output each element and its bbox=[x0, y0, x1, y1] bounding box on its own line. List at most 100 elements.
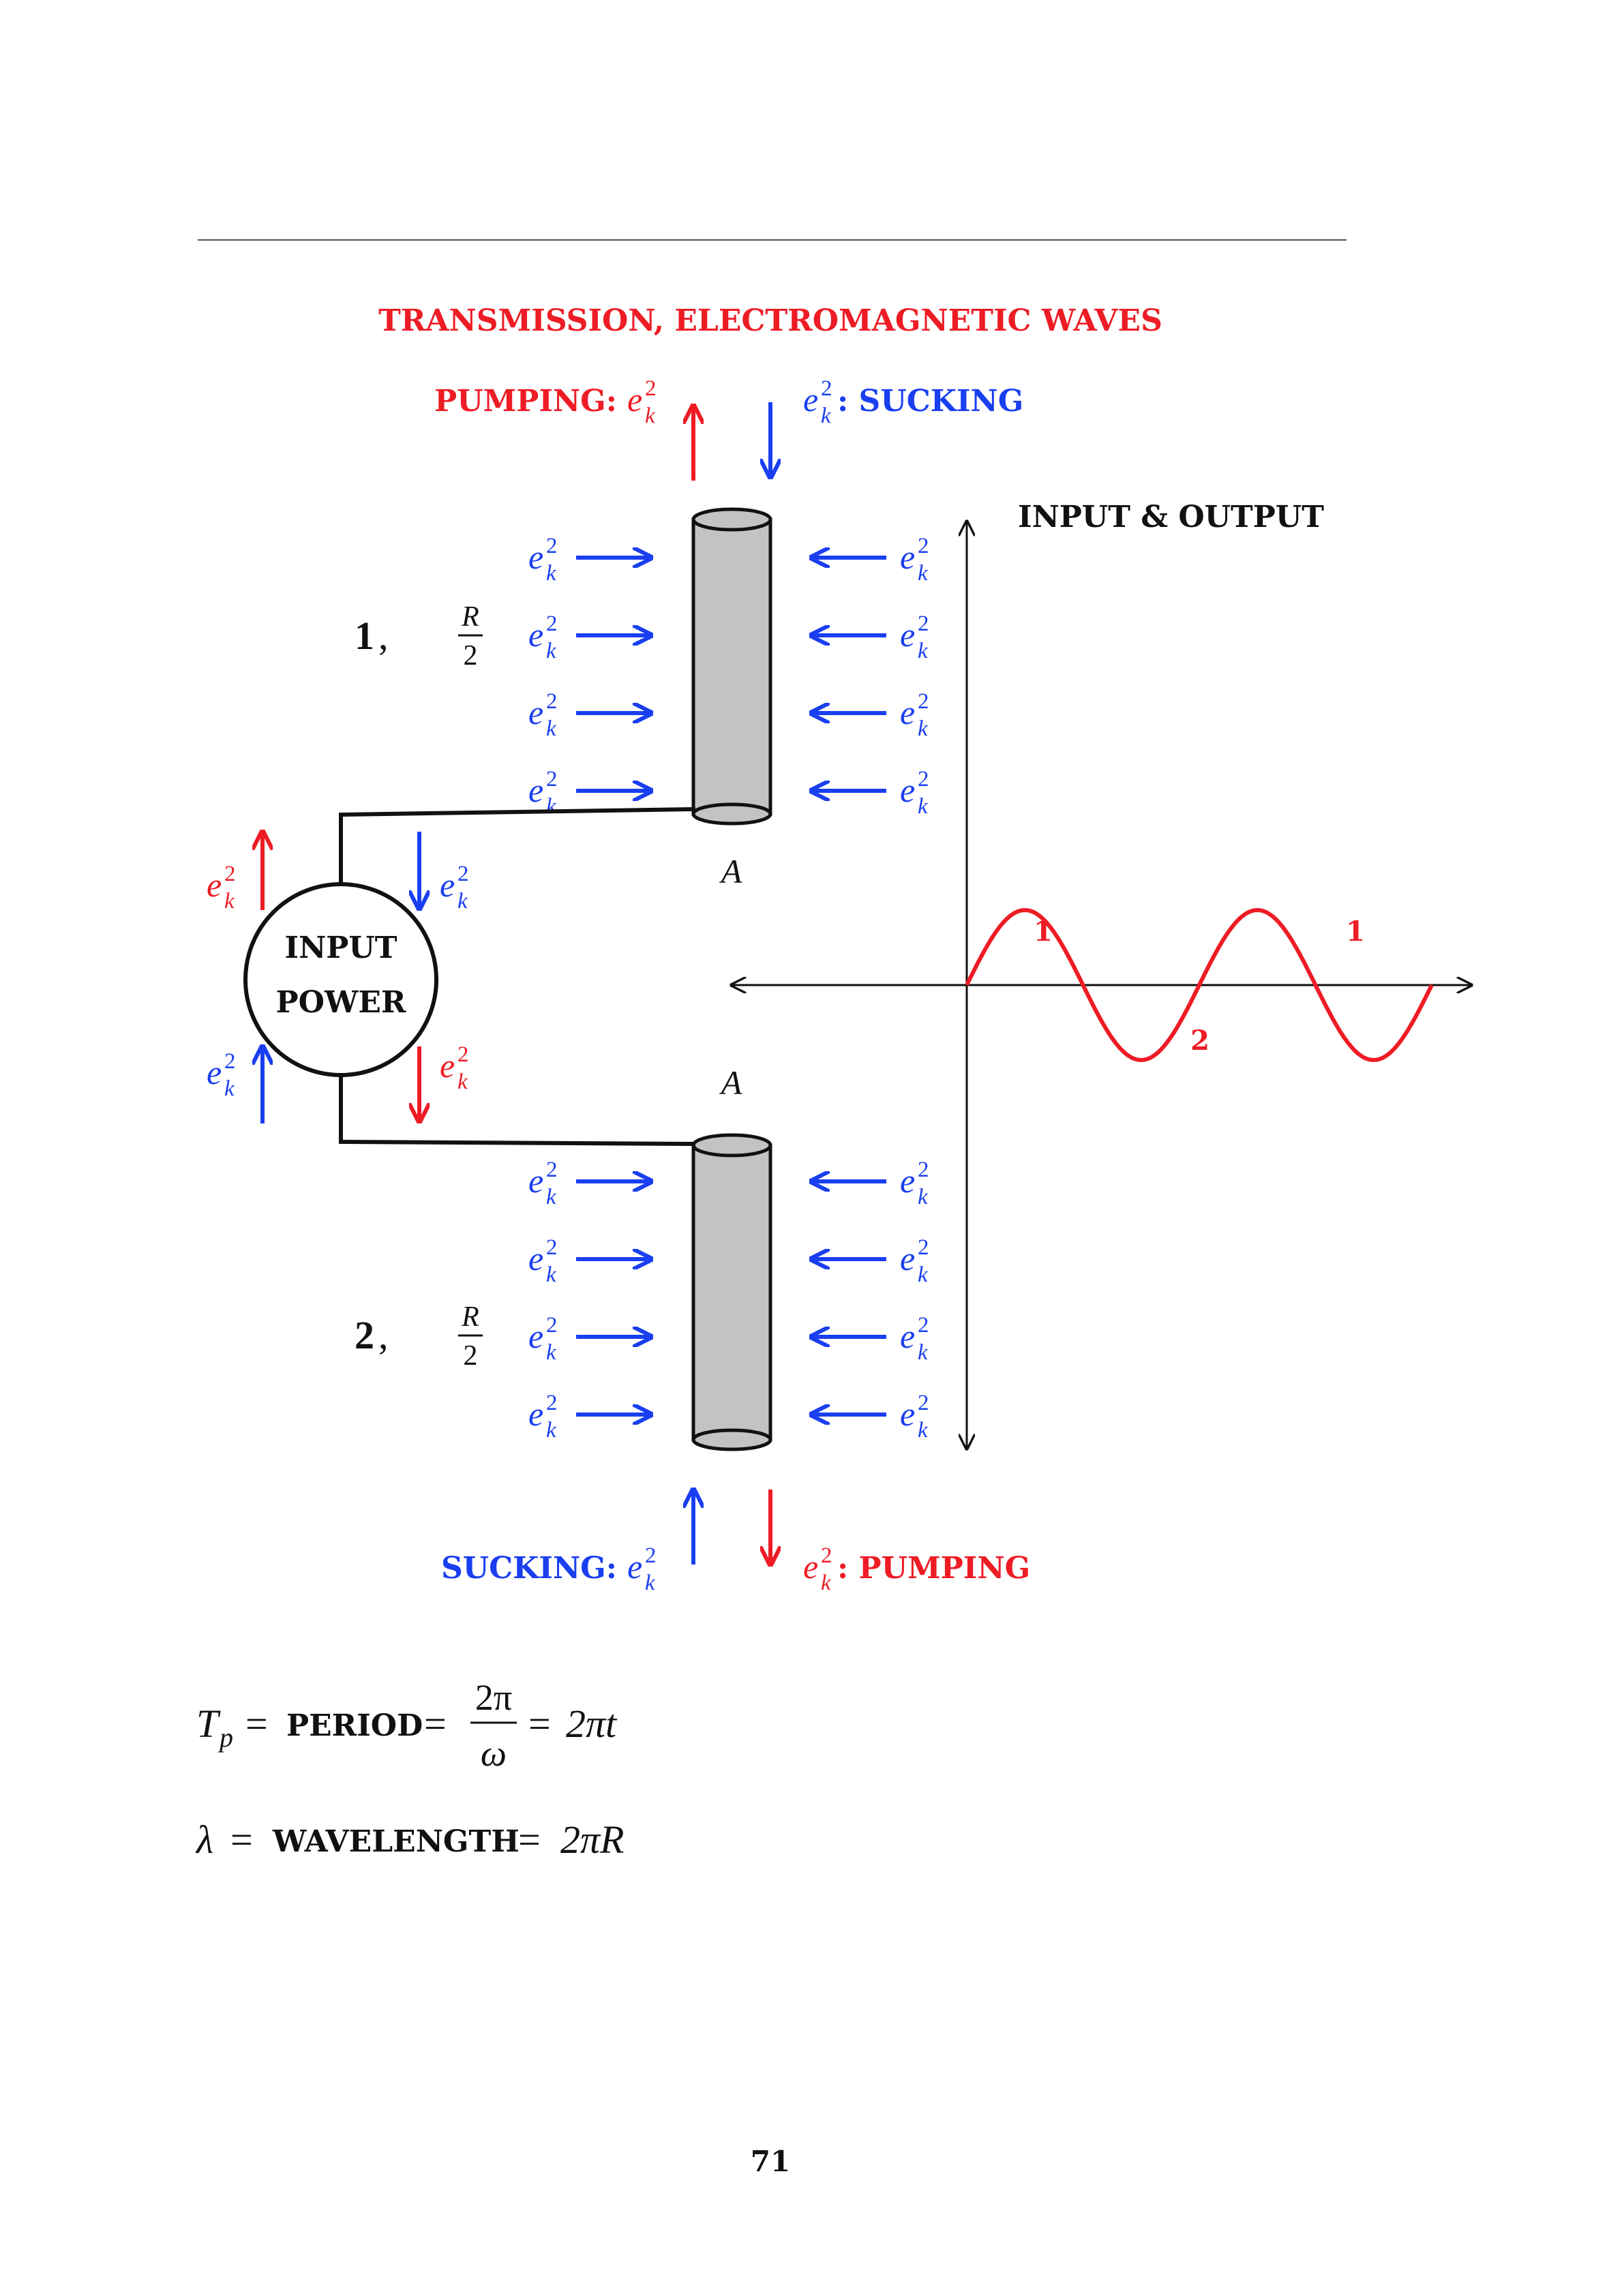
svg-text:,: , bbox=[378, 614, 389, 658]
svg-text:2: 2 bbox=[224, 1049, 236, 1074]
svg-text:e: e bbox=[528, 1395, 543, 1433]
input-power-source: INPUT POWER bbox=[243, 882, 438, 1077]
svg-text:PERIOD: PERIOD bbox=[286, 1708, 423, 1743]
svg-text:1: 1 bbox=[355, 614, 374, 658]
svg-text:2: 2 bbox=[546, 1391, 558, 1415]
svg-text:k: k bbox=[645, 404, 656, 428]
svg-text:k: k bbox=[821, 404, 832, 428]
svg-text:e: e bbox=[528, 693, 543, 731]
svg-text:WAVELENGTH: WAVELENGTH bbox=[272, 1824, 520, 1859]
svg-text:e: e bbox=[900, 771, 915, 809]
wave-trough-label-2: 2 bbox=[1190, 1025, 1209, 1057]
conductor-1-cylinder bbox=[691, 507, 772, 826]
svg-text:2: 2 bbox=[645, 1543, 657, 1568]
svg-text:2: 2 bbox=[918, 611, 929, 636]
svg-text:: PUMPING: : PUMPING bbox=[837, 1551, 1030, 1586]
svg-text:k: k bbox=[918, 1418, 929, 1442]
point-a-upper: A bbox=[719, 852, 742, 890]
svg-text:k: k bbox=[224, 889, 235, 913]
source-blue-up-label: e 2 k bbox=[207, 1049, 236, 1101]
svg-text:POWER: POWER bbox=[276, 985, 406, 1020]
svg-text:PUMPING:: PUMPING: bbox=[434, 384, 617, 419]
svg-text:e: e bbox=[900, 538, 915, 576]
top-pumping-label: PUMPING: e 2 k bbox=[434, 376, 656, 428]
svg-text:2: 2 bbox=[918, 1158, 929, 1182]
source-red-up-label: e 2 k bbox=[207, 862, 236, 913]
svg-text:: SUCKING: : SUCKING bbox=[837, 384, 1023, 419]
svg-text:T: T bbox=[196, 1702, 221, 1746]
svg-text:2πt: 2πt bbox=[566, 1702, 618, 1746]
svg-text:k: k bbox=[546, 1185, 557, 1209]
svg-text:2: 2 bbox=[918, 1313, 929, 1338]
svg-text:2: 2 bbox=[918, 1391, 929, 1415]
svg-text:k: k bbox=[546, 561, 557, 586]
svg-text:k: k bbox=[918, 1263, 929, 1287]
svg-text:e: e bbox=[528, 771, 543, 809]
svg-text:2: 2 bbox=[918, 534, 929, 558]
svg-text:k: k bbox=[546, 1263, 557, 1287]
svg-text:R: R bbox=[461, 601, 479, 633]
wires bbox=[339, 807, 696, 1146]
svg-text:e: e bbox=[900, 616, 915, 654]
svg-text:k: k bbox=[457, 1070, 468, 1094]
wave-crest-label-1: 1 bbox=[1034, 916, 1053, 948]
conductor-2-cylinder bbox=[691, 1133, 772, 1451]
svg-text:2: 2 bbox=[546, 1158, 558, 1182]
svg-text:2: 2 bbox=[918, 767, 929, 791]
svg-text:p: p bbox=[217, 1722, 233, 1753]
svg-text:k: k bbox=[546, 1418, 557, 1442]
svg-text:e: e bbox=[900, 693, 915, 731]
period-formula: T p = PERIOD = 2π ω = 2πt bbox=[196, 1677, 618, 1774]
svg-text:e: e bbox=[803, 380, 818, 419]
svg-text:e: e bbox=[207, 866, 222, 904]
svg-text:λ: λ bbox=[195, 1817, 213, 1862]
svg-text:=: = bbox=[528, 1702, 551, 1746]
svg-text:e: e bbox=[528, 1317, 543, 1355]
svg-text:e: e bbox=[627, 380, 642, 419]
svg-text:2: 2 bbox=[546, 1313, 558, 1338]
conductor-1-label: 1 , R 2 bbox=[355, 601, 483, 671]
svg-text:2: 2 bbox=[546, 611, 558, 636]
svg-text:2π: 2π bbox=[475, 1677, 512, 1718]
svg-text:k: k bbox=[918, 716, 929, 741]
svg-text:2: 2 bbox=[645, 376, 657, 401]
svg-text:e: e bbox=[627, 1547, 642, 1586]
svg-text:k: k bbox=[821, 1571, 832, 1595]
page-title: TRANSMISSION, ELECTROMAGNETIC WAVES bbox=[378, 303, 1162, 338]
svg-text:e: e bbox=[900, 1239, 915, 1278]
svg-text:e: e bbox=[900, 1162, 915, 1200]
svg-text:2: 2 bbox=[546, 767, 558, 791]
svg-text:2: 2 bbox=[457, 862, 469, 886]
point-a-lower: A bbox=[719, 1063, 742, 1102]
svg-text:2: 2 bbox=[821, 376, 832, 401]
svg-text:e: e bbox=[528, 616, 543, 654]
top-sucking-label: e 2 k : SUCKING bbox=[803, 376, 1023, 428]
svg-text:e: e bbox=[440, 1046, 455, 1085]
svg-text:k: k bbox=[546, 1340, 557, 1365]
svg-text:ω: ω bbox=[481, 1733, 507, 1774]
svg-text:k: k bbox=[918, 1340, 929, 1365]
svg-text:R: R bbox=[461, 1301, 479, 1333]
svg-text:e: e bbox=[528, 1162, 543, 1200]
svg-text:k: k bbox=[546, 716, 557, 741]
svg-text:2: 2 bbox=[355, 1313, 374, 1357]
svg-text:k: k bbox=[645, 1571, 656, 1595]
svg-text:=: = bbox=[424, 1702, 447, 1746]
svg-text:=: = bbox=[230, 1817, 253, 1862]
conductor-2-label: 2 , R 2 bbox=[355, 1301, 483, 1372]
svg-text:k: k bbox=[918, 1185, 929, 1209]
source-red-down-label: e 2 k bbox=[440, 1042, 469, 1094]
svg-text:e: e bbox=[900, 1395, 915, 1433]
